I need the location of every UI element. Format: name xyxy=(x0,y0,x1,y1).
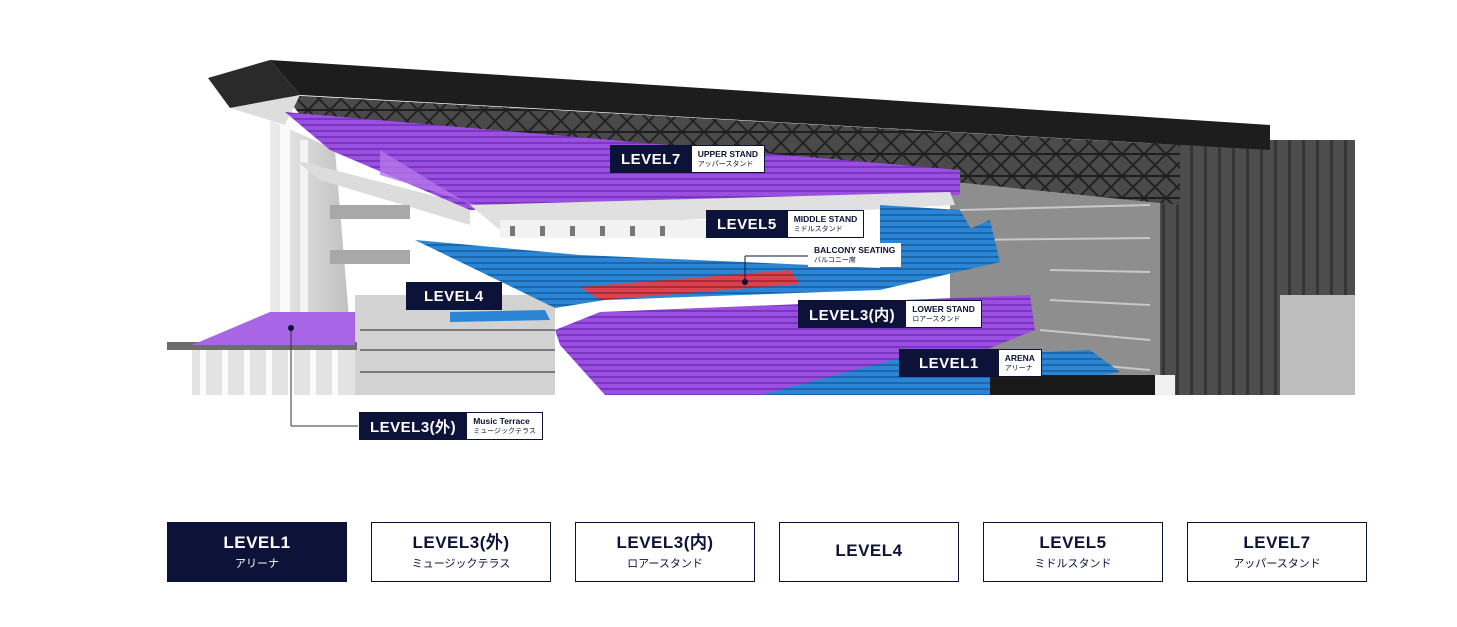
tab-label: LEVEL7 xyxy=(1243,533,1311,552)
tag-level3-inner[interactable]: LEVEL3(内) LOWER STAND ロアースタンド xyxy=(798,300,982,328)
tab-sublabel: ロアースタンド xyxy=(627,558,703,570)
tag-en: MIDDLE STAND xyxy=(793,214,858,224)
tab-sublabel: ミドルスタンド xyxy=(1034,558,1112,570)
tab-level3-inner[interactable]: LEVEL3(内) ロアースタンド xyxy=(575,522,755,582)
tag-jp: アリーナ xyxy=(1004,365,1033,372)
stadium-cross-section: LEVEL7 UPPER STAND アッパースタンド LEVEL5 MIDDL… xyxy=(167,60,1355,440)
tab-label: LEVEL4 xyxy=(835,541,903,560)
tag-jp: ミドルスタンド xyxy=(793,226,843,233)
tab-level1[interactable]: LEVEL1 アリーナ xyxy=(167,522,347,582)
tab-label: LEVEL3(内) xyxy=(616,533,714,552)
tag-info: Music Terrace ミュージックテラス xyxy=(467,412,543,440)
tab-label: LEVEL1 xyxy=(223,533,291,552)
tag-info: UPPER STAND アッパースタンド xyxy=(691,145,765,173)
tab-label: LEVEL5 xyxy=(1039,533,1107,552)
tab-sublabel: アッパースタンド xyxy=(1233,558,1321,570)
tag-jp: ロアースタンド xyxy=(912,316,961,323)
tag-level1[interactable]: LEVEL1 ARENA アリーナ xyxy=(899,349,1042,377)
tab-sublabel: アリーナ xyxy=(235,558,279,570)
tag-level4[interactable]: LEVEL4 xyxy=(406,282,502,310)
stadium-illustration xyxy=(167,60,1355,427)
tag-en: Music Terrace xyxy=(473,416,530,426)
tag-level7[interactable]: LEVEL7 UPPER STAND アッパースタンド xyxy=(610,145,765,173)
balcony-en: BALCONY SEATING xyxy=(814,245,896,255)
tab-label: LEVEL3(外) xyxy=(412,533,510,552)
tag-level-label: LEVEL5 xyxy=(706,210,788,238)
tag-en: LOWER STAND xyxy=(912,304,975,314)
tag-level-label: LEVEL3(内) xyxy=(798,300,907,328)
tab-level5[interactable]: LEVEL5 ミドルスタンド xyxy=(983,522,1163,582)
balcony-jp: バルコニー席 xyxy=(814,257,856,264)
level-tabs: LEVEL1 アリーナ LEVEL3(外) ミュージックテラス LEVEL3(内… xyxy=(167,522,1367,582)
tag-jp: アッパースタンド xyxy=(697,161,754,168)
tag-en: UPPER STAND xyxy=(697,149,758,159)
tag-en: ARENA xyxy=(1004,353,1035,363)
tag-level-label: LEVEL4 xyxy=(406,282,502,310)
tag-level-label: LEVEL7 xyxy=(610,145,692,173)
tab-level3-outer[interactable]: LEVEL3(外) ミュージックテラス xyxy=(371,522,551,582)
tag-info: MIDDLE STAND ミドルスタンド xyxy=(787,210,865,238)
tag-level5[interactable]: LEVEL5 MIDDLE STAND ミドルスタンド xyxy=(706,210,865,238)
tag-info: ARENA アリーナ xyxy=(998,349,1042,377)
tab-sublabel: ミュージックテラス xyxy=(411,558,511,570)
balcony-seating-label: BALCONY SEATING バルコニー席 xyxy=(808,243,902,267)
tag-level3-outer[interactable]: LEVEL3(外) Music Terrace ミュージックテラス xyxy=(359,412,543,440)
tab-level7[interactable]: LEVEL7 アッパースタンド xyxy=(1187,522,1367,582)
tag-info: LOWER STAND ロアースタンド xyxy=(906,300,982,328)
tab-level4[interactable]: LEVEL4 xyxy=(779,522,959,582)
tag-level-label: LEVEL1 xyxy=(899,349,999,377)
tag-level-label: LEVEL3(外) xyxy=(359,412,468,440)
tag-jp: ミュージックテラス xyxy=(473,428,536,435)
